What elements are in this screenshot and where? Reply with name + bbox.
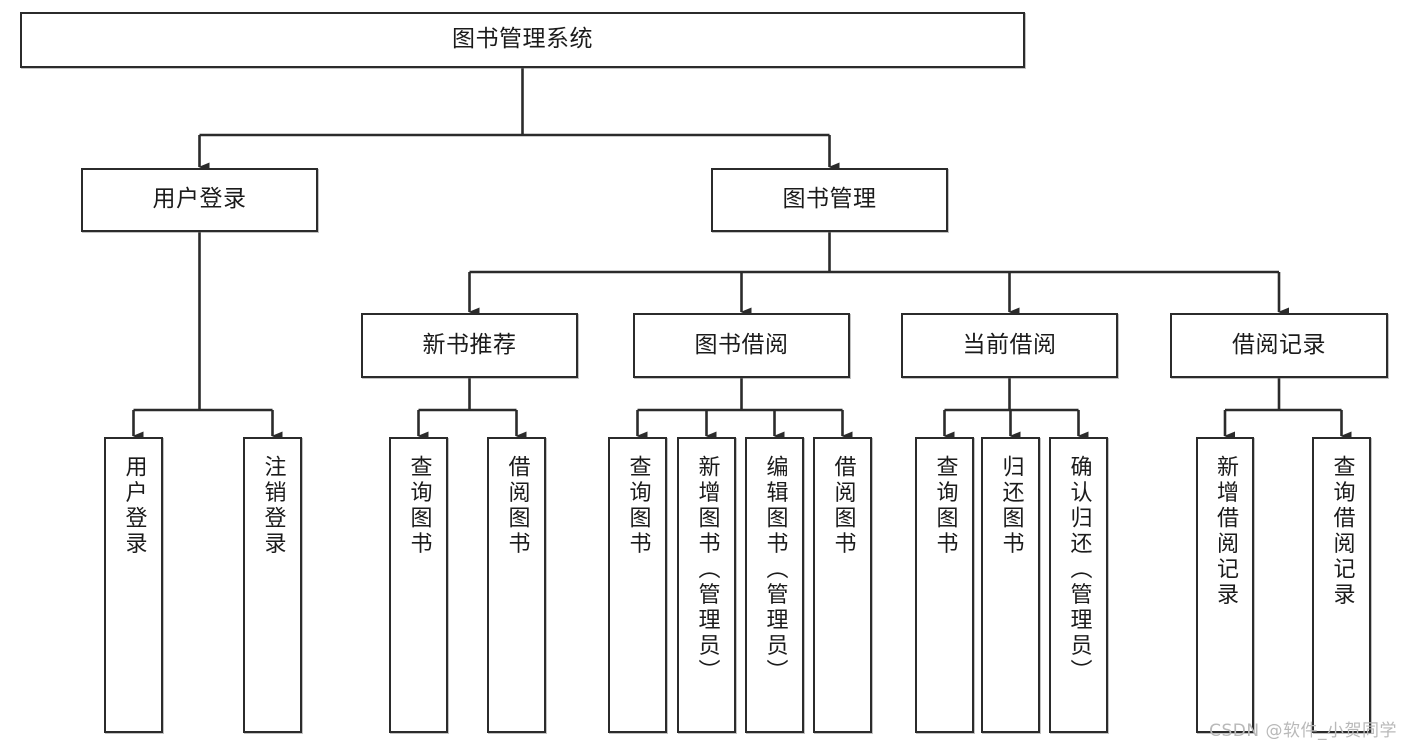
node-label: 用户登录 <box>121 455 147 557</box>
node-label: 借阅记录 <box>1232 331 1326 358</box>
node-label: 图书借阅 <box>694 331 789 358</box>
node-leaf-query-book-1[interactable]: 查询图书 <box>389 437 448 733</box>
node-book-manage[interactable]: 图书管理 <box>711 168 948 232</box>
node-leaf-query-record[interactable]: 查询借阅记录 <box>1312 437 1371 733</box>
node-leaf-borrow-book-2[interactable]: 借阅图书 <box>813 437 872 733</box>
node-label: 查询图书 <box>932 455 958 557</box>
node-label: 编辑图书（管理员） <box>762 455 788 685</box>
node-leaf-add-record[interactable]: 新增借阅记录 <box>1196 437 1254 733</box>
node-label: 用户登录 <box>152 186 247 213</box>
node-root-system[interactable]: 图书管理系统 <box>20 12 1025 68</box>
node-label: 确认归还（管理员） <box>1066 455 1092 685</box>
node-label: 当前借阅 <box>962 331 1057 358</box>
node-user-login[interactable]: 用户登录 <box>81 168 318 232</box>
node-label: 新增图书（管理员） <box>694 455 720 685</box>
node-borrow-record[interactable]: 借阅记录 <box>1170 313 1388 378</box>
node-label: 注销登录 <box>260 455 286 557</box>
node-label: 新增借阅记录 <box>1213 455 1238 608</box>
node-leaf-user-login[interactable]: 用户登录 <box>104 437 163 733</box>
node-leaf-logout[interactable]: 注销登录 <box>243 437 302 733</box>
node-new-book-recommend[interactable]: 新书推荐 <box>361 313 578 378</box>
node-leaf-return-book[interactable]: 归还图书 <box>981 437 1040 733</box>
node-leaf-borrow-book-1[interactable]: 借阅图书 <box>487 437 546 733</box>
node-label: 新书推荐 <box>422 331 517 358</box>
node-leaf-edit-book[interactable]: 编辑图书（管理员） <box>745 437 804 733</box>
node-label: 借阅图书 <box>830 455 856 557</box>
node-label: 查询图书 <box>625 455 651 557</box>
node-leaf-confirm-return[interactable]: 确认归还（管理员） <box>1049 437 1108 733</box>
node-leaf-add-book[interactable]: 新增图书（管理员） <box>677 437 736 733</box>
node-leaf-query-book-3[interactable]: 查询图书 <box>915 437 974 733</box>
node-leaf-query-book-2[interactable]: 查询图书 <box>608 437 667 733</box>
node-label: 归还图书 <box>998 455 1024 557</box>
node-current-borrow[interactable]: 当前借阅 <box>901 313 1118 378</box>
node-label: 查询借阅记录 <box>1329 455 1355 608</box>
node-label: 图书管理 <box>782 186 877 213</box>
node-book-borrow[interactable]: 图书借阅 <box>633 313 850 378</box>
node-label: 查询图书 <box>406 455 432 557</box>
node-label: 借阅图书 <box>504 455 530 557</box>
node-label: 图书管理系统 <box>452 26 593 53</box>
watermark-text: CSDN @软件_小贺同学 <box>1209 721 1397 741</box>
